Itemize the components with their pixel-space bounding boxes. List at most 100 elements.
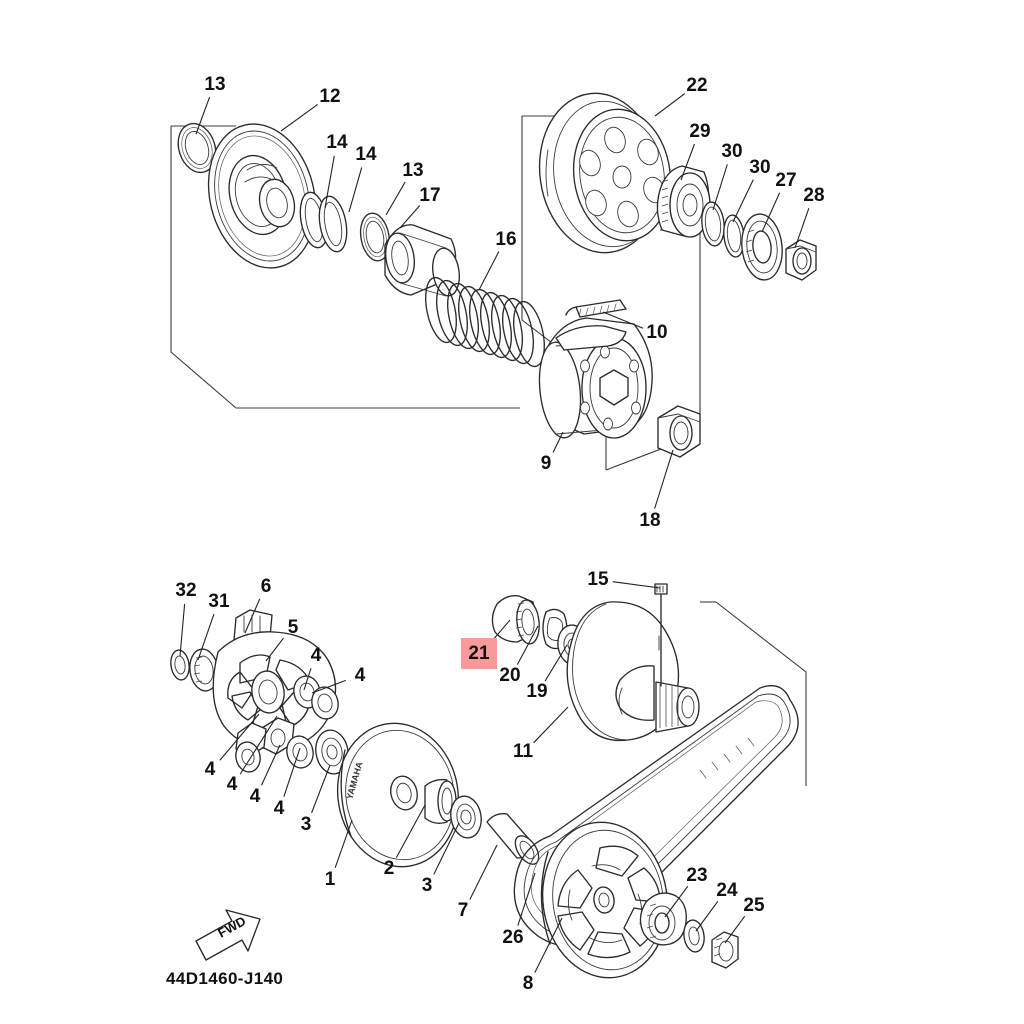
leader-line-24 [695,900,719,932]
callout-label-9[interactable]: 9 [541,453,552,474]
part-spacer-7 [486,813,540,865]
callout-label-21[interactable]: 21 [468,643,490,664]
leader-line-14 [324,155,335,209]
leader-line-2 [395,804,426,858]
leader-line-1 [334,819,353,868]
fwd-direction-marker: FWD [195,909,261,961]
leader-line-5 [265,637,284,662]
leader-line-30 [712,164,728,211]
part-o-ring-14-b [318,195,348,253]
part-oil-seal-27 [741,213,783,281]
callout-label-13[interactable]: 13 [402,160,423,181]
leader-line-4 [239,715,278,775]
part-bearing-3-b [450,795,482,839]
leader-line-27 [761,192,781,233]
callout-label-18[interactable]: 18 [639,510,660,531]
callout-label-30[interactable]: 30 [721,141,742,162]
leader-line-26 [517,872,536,926]
part-clutch-housing-22 [538,92,672,254]
callout-label-23[interactable]: 23 [686,865,707,886]
leader-line-8 [534,917,563,973]
callout-label-25[interactable]: 25 [743,895,765,916]
diagram-code: 44D1460-J140 [166,969,283,988]
leader-line-15 [612,581,661,589]
part-clutch-carrier-9 [538,317,653,439]
callout-label-4[interactable]: 4 [355,665,366,686]
part-o-ring-30-a [701,201,725,247]
callout-label-20[interactable]: 20 [499,665,520,686]
part-clutch-spring-clip-10 [565,299,627,318]
callout-label-14[interactable]: 14 [326,132,348,153]
callout-label-13[interactable]: 13 [204,74,225,95]
callout-label-27[interactable]: 27 [775,170,796,191]
fan-vanes [557,845,661,959]
leader-line-4 [283,747,301,797]
callout-label-4[interactable]: 4 [274,798,285,819]
callout-label-16[interactable]: 16 [495,229,516,250]
group-frame-lower [700,601,807,786]
callout-label-19[interactable]: 19 [526,681,547,702]
callout-label-31[interactable]: 31 [208,591,230,612]
callout-label-32[interactable]: 32 [175,580,196,601]
leader-line-4 [260,744,281,786]
part-washer-24 [683,919,705,953]
callout-label-26[interactable]: 26 [502,927,523,948]
callout-label-4[interactable]: 4 [311,645,322,666]
leader-line-29 [680,143,695,181]
callout-label-4[interactable]: 4 [205,759,216,780]
callout-label-3[interactable]: 3 [301,814,312,835]
callout-label-12[interactable]: 12 [319,86,340,107]
part-slider-guide-17 [384,224,460,297]
leader-line-11 [533,706,569,744]
leader-line-22 [654,93,686,117]
part-bushing-21 [491,595,540,645]
callout-label-6[interactable]: 6 [261,576,272,597]
part-oil-seal-13-lower [359,212,391,262]
callout-label-10[interactable]: 10 [646,322,667,343]
part-washer-collar-31 [189,648,219,692]
part-weight-roller-4-f [235,741,261,773]
callout-label-8[interactable]: 8 [523,973,534,994]
highlight-box-21 [461,638,497,669]
callout-labels: 1312141413171610918222930302728323165444… [175,74,824,994]
leader-line-3 [433,822,460,875]
leader-line-6 [244,598,261,634]
leader-line-3 [311,764,331,814]
callout-label-11[interactable]: 11 [513,741,534,762]
leader-line-4 [311,679,347,694]
callout-label-29[interactable]: 29 [689,121,710,142]
callout-label-4[interactable]: 4 [227,774,238,795]
leader-line-19 [544,644,568,682]
part-bearing-29 [656,165,711,238]
callout-label-2[interactable]: 2 [384,858,395,879]
leader-line-28 [794,208,810,249]
group-frame-upper-left [170,125,520,409]
callout-label-22[interactable]: 22 [686,75,707,96]
leader-line-31 [197,614,215,661]
part-primary-sliding-sheave-5 [212,631,337,750]
callout-label-24[interactable]: 24 [716,880,738,901]
callout-label-14[interactable]: 14 [355,144,377,165]
callout-label-5[interactable]: 5 [288,617,299,638]
leader-line-23 [664,885,689,918]
leader-line-13 [385,181,406,216]
part-bearing-3-a [315,729,349,775]
leader-line-7 [469,844,498,900]
callout-label-7[interactable]: 7 [458,900,469,921]
leader-line-17 [399,205,421,229]
callout-label-3[interactable]: 3 [422,875,433,896]
part-secondary-sheave-face-11 [566,601,700,742]
callout-label-17[interactable]: 17 [419,185,440,206]
callout-label-28[interactable]: 28 [803,185,824,206]
callout-label-1[interactable]: 1 [325,869,336,890]
callout-label-30[interactable]: 30 [749,157,770,178]
leader-line-32 [179,603,186,657]
leader-line-9 [552,431,564,453]
part-weight-roller-4-b [311,686,339,720]
leader-line-4 [219,713,260,761]
callout-label-4[interactable]: 4 [250,786,261,807]
leader-line-12 [280,103,318,132]
callout-label-15[interactable]: 15 [587,569,609,590]
